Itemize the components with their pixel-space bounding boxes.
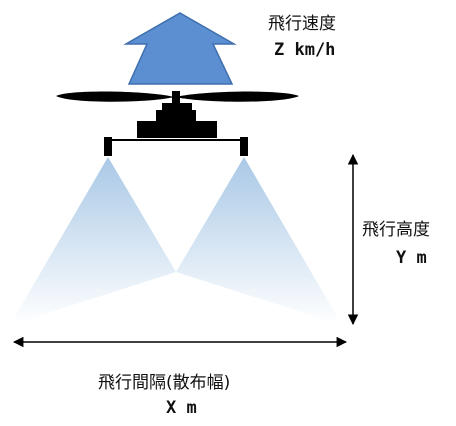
height-value: Y m <box>396 248 427 268</box>
up-arrow-icon <box>123 12 237 85</box>
spacing-value: X m <box>166 398 197 418</box>
speed-value: Z km/h <box>274 40 336 60</box>
spacing-title: 飛行間隔(散布幅) <box>98 373 231 393</box>
spray-cone-right-icon <box>176 157 342 325</box>
speed-title: 飛行速度 <box>268 14 336 34</box>
spray-cone-left-icon <box>10 157 176 325</box>
propeller-icon <box>56 91 299 109</box>
height-title: 飛行高度 <box>362 220 430 240</box>
drone-icon <box>104 103 248 156</box>
